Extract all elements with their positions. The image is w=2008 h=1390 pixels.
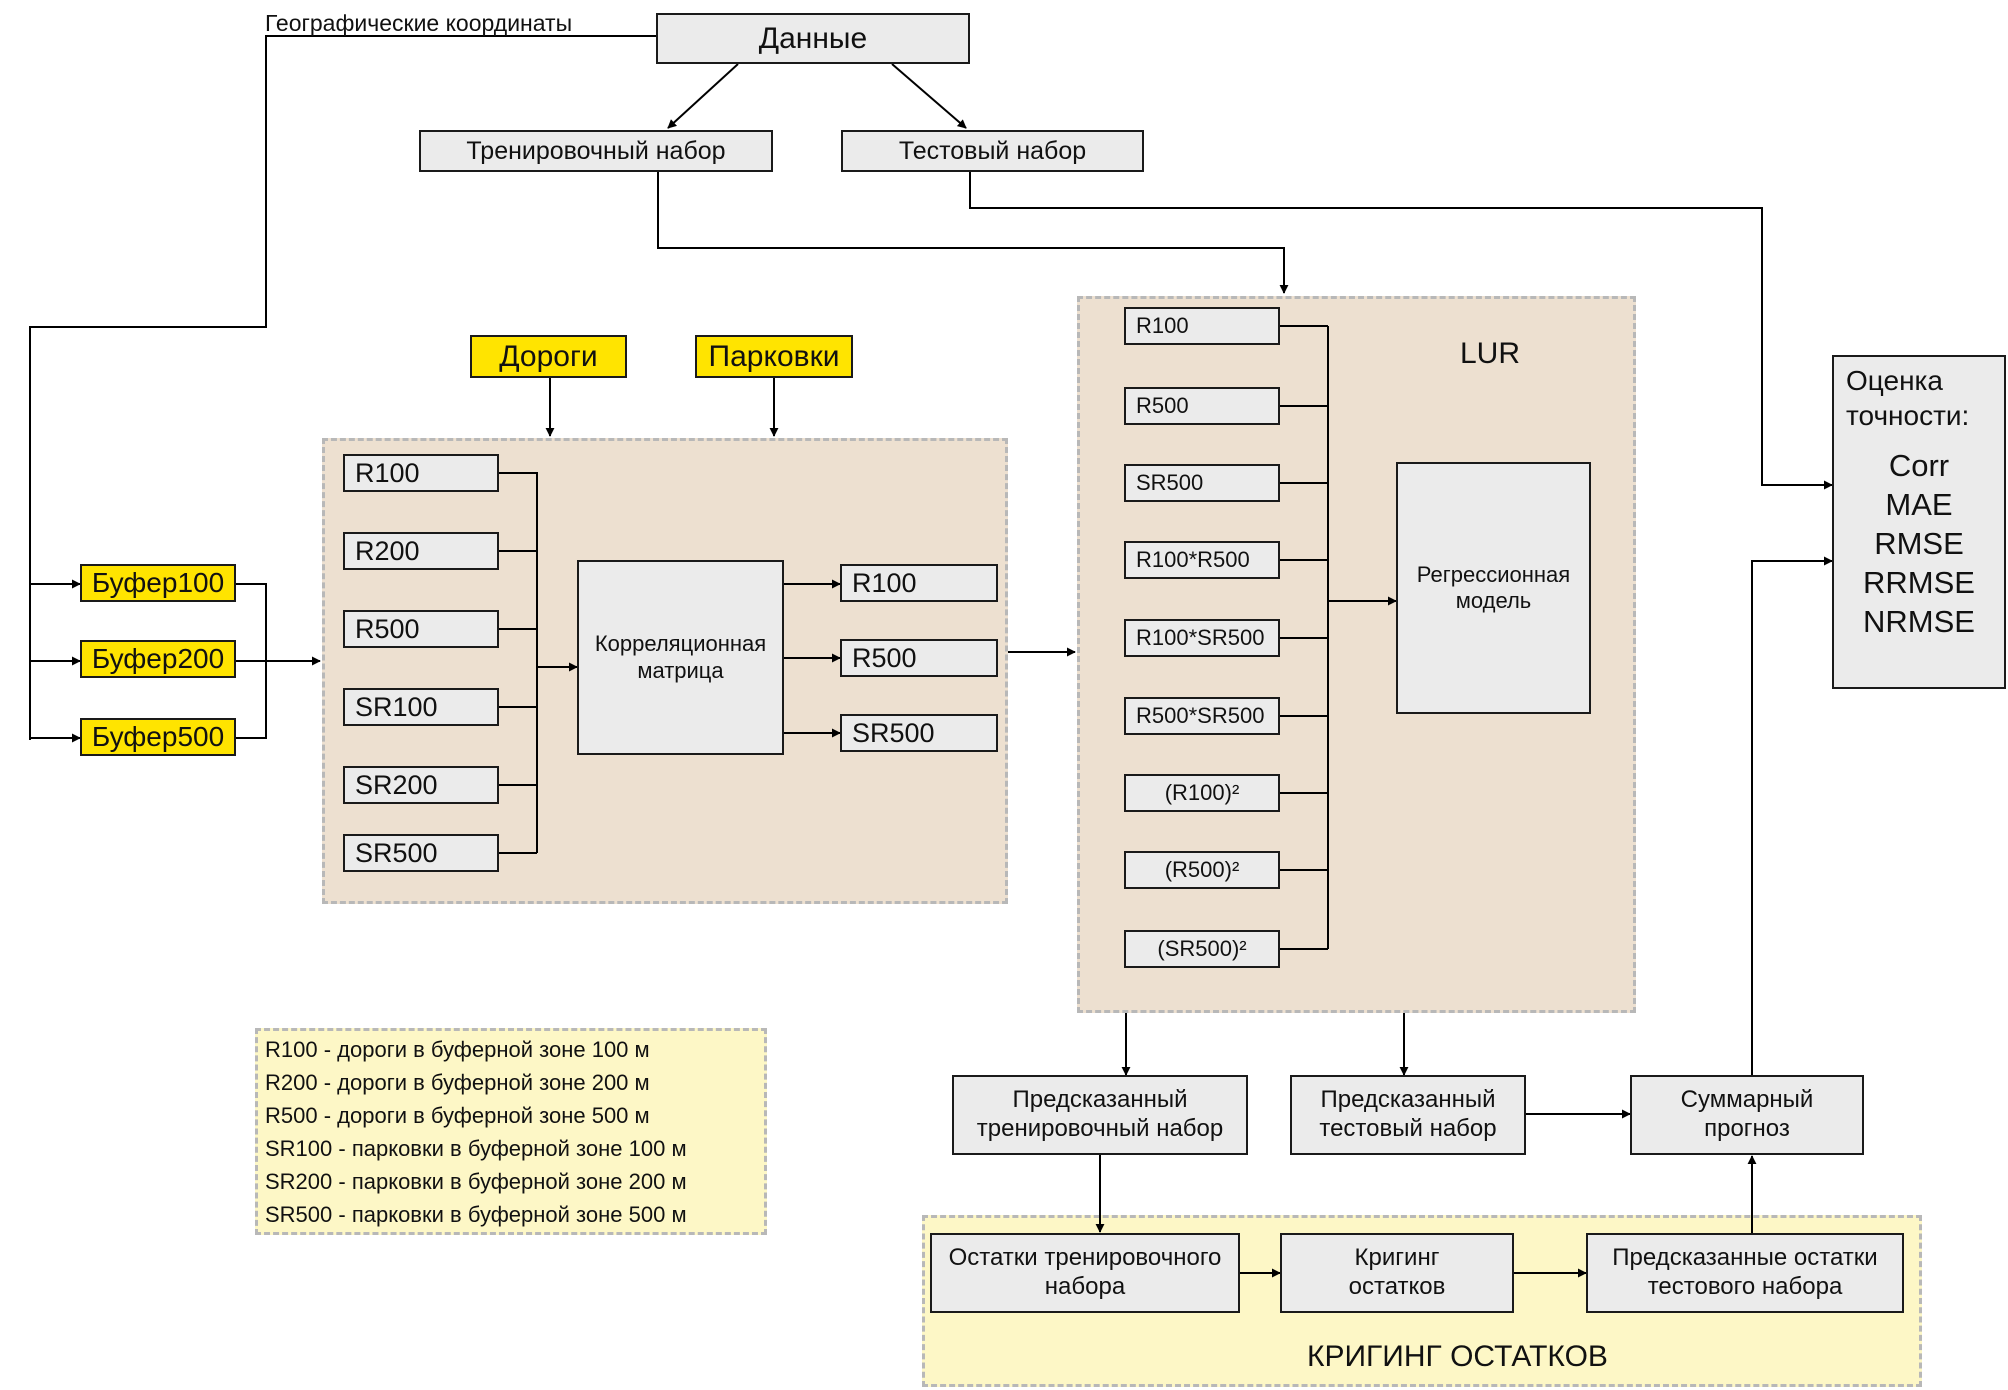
corr-input-sr200: SR200 xyxy=(343,766,499,804)
lur-input-r500-x-sr500: R500*SR500 xyxy=(1124,697,1280,735)
lur-input-r100-squared: (R100)² xyxy=(1124,774,1280,812)
lur-input-r500: R500 xyxy=(1124,387,1280,425)
kriging-residuals-box: Кригинг остатков xyxy=(1280,1233,1514,1313)
kriging-residuals-label: Кригинг остатков xyxy=(1348,1244,1446,1300)
buffer-100-box: Буфер100 xyxy=(80,564,236,602)
predicted-residuals-test-label: Предсказанные остатки тестового набора xyxy=(1612,1244,1878,1300)
corr-output-r100: R100 xyxy=(840,564,998,602)
corr-output-sr500: SR500 xyxy=(840,714,998,752)
legend-item-r200: R200 - дороги в буферной зоне 200 м xyxy=(265,1070,650,1095)
legend-item-sr500: SR500 - парковки в буферной зоне 500 м xyxy=(265,1202,687,1227)
data-box: Данные xyxy=(656,13,970,64)
lur-input-r100-x-sr500: R100*SR500 xyxy=(1124,619,1280,657)
accuracy-box: Оценка точности: Corr MAE RMSE RRMSE NRM… xyxy=(1832,355,2006,689)
train-set-box: Тренировочный набор xyxy=(419,130,773,172)
corr-input-r500: R500 xyxy=(343,610,499,648)
legend-item-r100: R100 - дороги в буферной зоне 100 м xyxy=(265,1037,650,1062)
regression-model-box: Регрессионная модель xyxy=(1396,462,1591,714)
predicted-train-label: Предсказанный тренировочный набор xyxy=(976,1086,1224,1142)
correlation-matrix-label: Корреляционная матрица xyxy=(594,631,767,683)
legend-item-r500: R500 - дороги в буферной зоне 500 м xyxy=(265,1103,650,1128)
accuracy-title: Оценка точности: xyxy=(1846,365,1970,431)
buffer-500-box: Буфер500 xyxy=(80,718,236,756)
legend-item-sr200: SR200 - парковки в буферной зоне 200 м xyxy=(265,1169,687,1194)
accuracy-metric-rmse: RMSE xyxy=(1874,526,1964,561)
lur-input-sr500-squared: (SR500)² xyxy=(1124,930,1280,968)
accuracy-metric-rrmse: RRMSE xyxy=(1863,565,1975,600)
kriging-title: КРИГИНГ ОСТАТКОВ xyxy=(1307,1340,1608,1373)
accuracy-metric-mae: MAE xyxy=(1885,487,1953,522)
residuals-train-label: Остатки тренировочного набора xyxy=(948,1244,1222,1300)
corr-output-r500: R500 xyxy=(840,639,998,677)
summary-forecast-label: Суммарный прогноз xyxy=(1680,1086,1814,1142)
predicted-test-label: Предсказанный тестовый набор xyxy=(1319,1086,1497,1142)
predicted-test-box: Предсказанный тестовый набор xyxy=(1290,1075,1526,1155)
summary-forecast-box: Суммарный прогноз xyxy=(1630,1075,1864,1155)
lur-input-r100: R100 xyxy=(1124,307,1280,345)
corr-input-r100: R100 xyxy=(343,454,499,492)
regression-model-label: Регрессионная модель xyxy=(1416,561,1571,613)
accuracy-metric-nrmse: NRMSE xyxy=(1863,604,1975,639)
lur-input-r500-squared: (R500)² xyxy=(1124,851,1280,889)
test-set-box: Тестовый набор xyxy=(841,130,1144,172)
geo-coordinates-label: Географические координаты xyxy=(265,10,573,36)
predicted-train-box: Предсказанный тренировочный набор xyxy=(952,1075,1248,1155)
correlation-matrix-box: Корреляционная матрица xyxy=(577,560,784,755)
corr-input-sr100: SR100 xyxy=(343,688,499,726)
parkings-box: Парковки xyxy=(695,335,853,378)
buffer-200-box: Буфер200 xyxy=(80,640,236,678)
roads-box: Дороги xyxy=(470,335,627,378)
lur-input-r100-x-r500: R100*R500 xyxy=(1124,541,1280,579)
accuracy-metric-corr: Corr xyxy=(1888,448,1950,483)
predicted-residuals-test-box: Предсказанные остатки тестового набора xyxy=(1586,1233,1904,1313)
corr-input-r200: R200 xyxy=(343,532,499,570)
legend-region xyxy=(255,1028,767,1235)
residuals-train-box: Остатки тренировочного набора xyxy=(930,1233,1240,1313)
legend-item-sr100: SR100 - парковки в буферной зоне 100 м xyxy=(265,1136,687,1161)
lur-input-sr500: SR500 xyxy=(1124,464,1280,502)
lur-title: LUR xyxy=(1460,337,1521,370)
corr-input-sr500: SR500 xyxy=(343,834,499,872)
